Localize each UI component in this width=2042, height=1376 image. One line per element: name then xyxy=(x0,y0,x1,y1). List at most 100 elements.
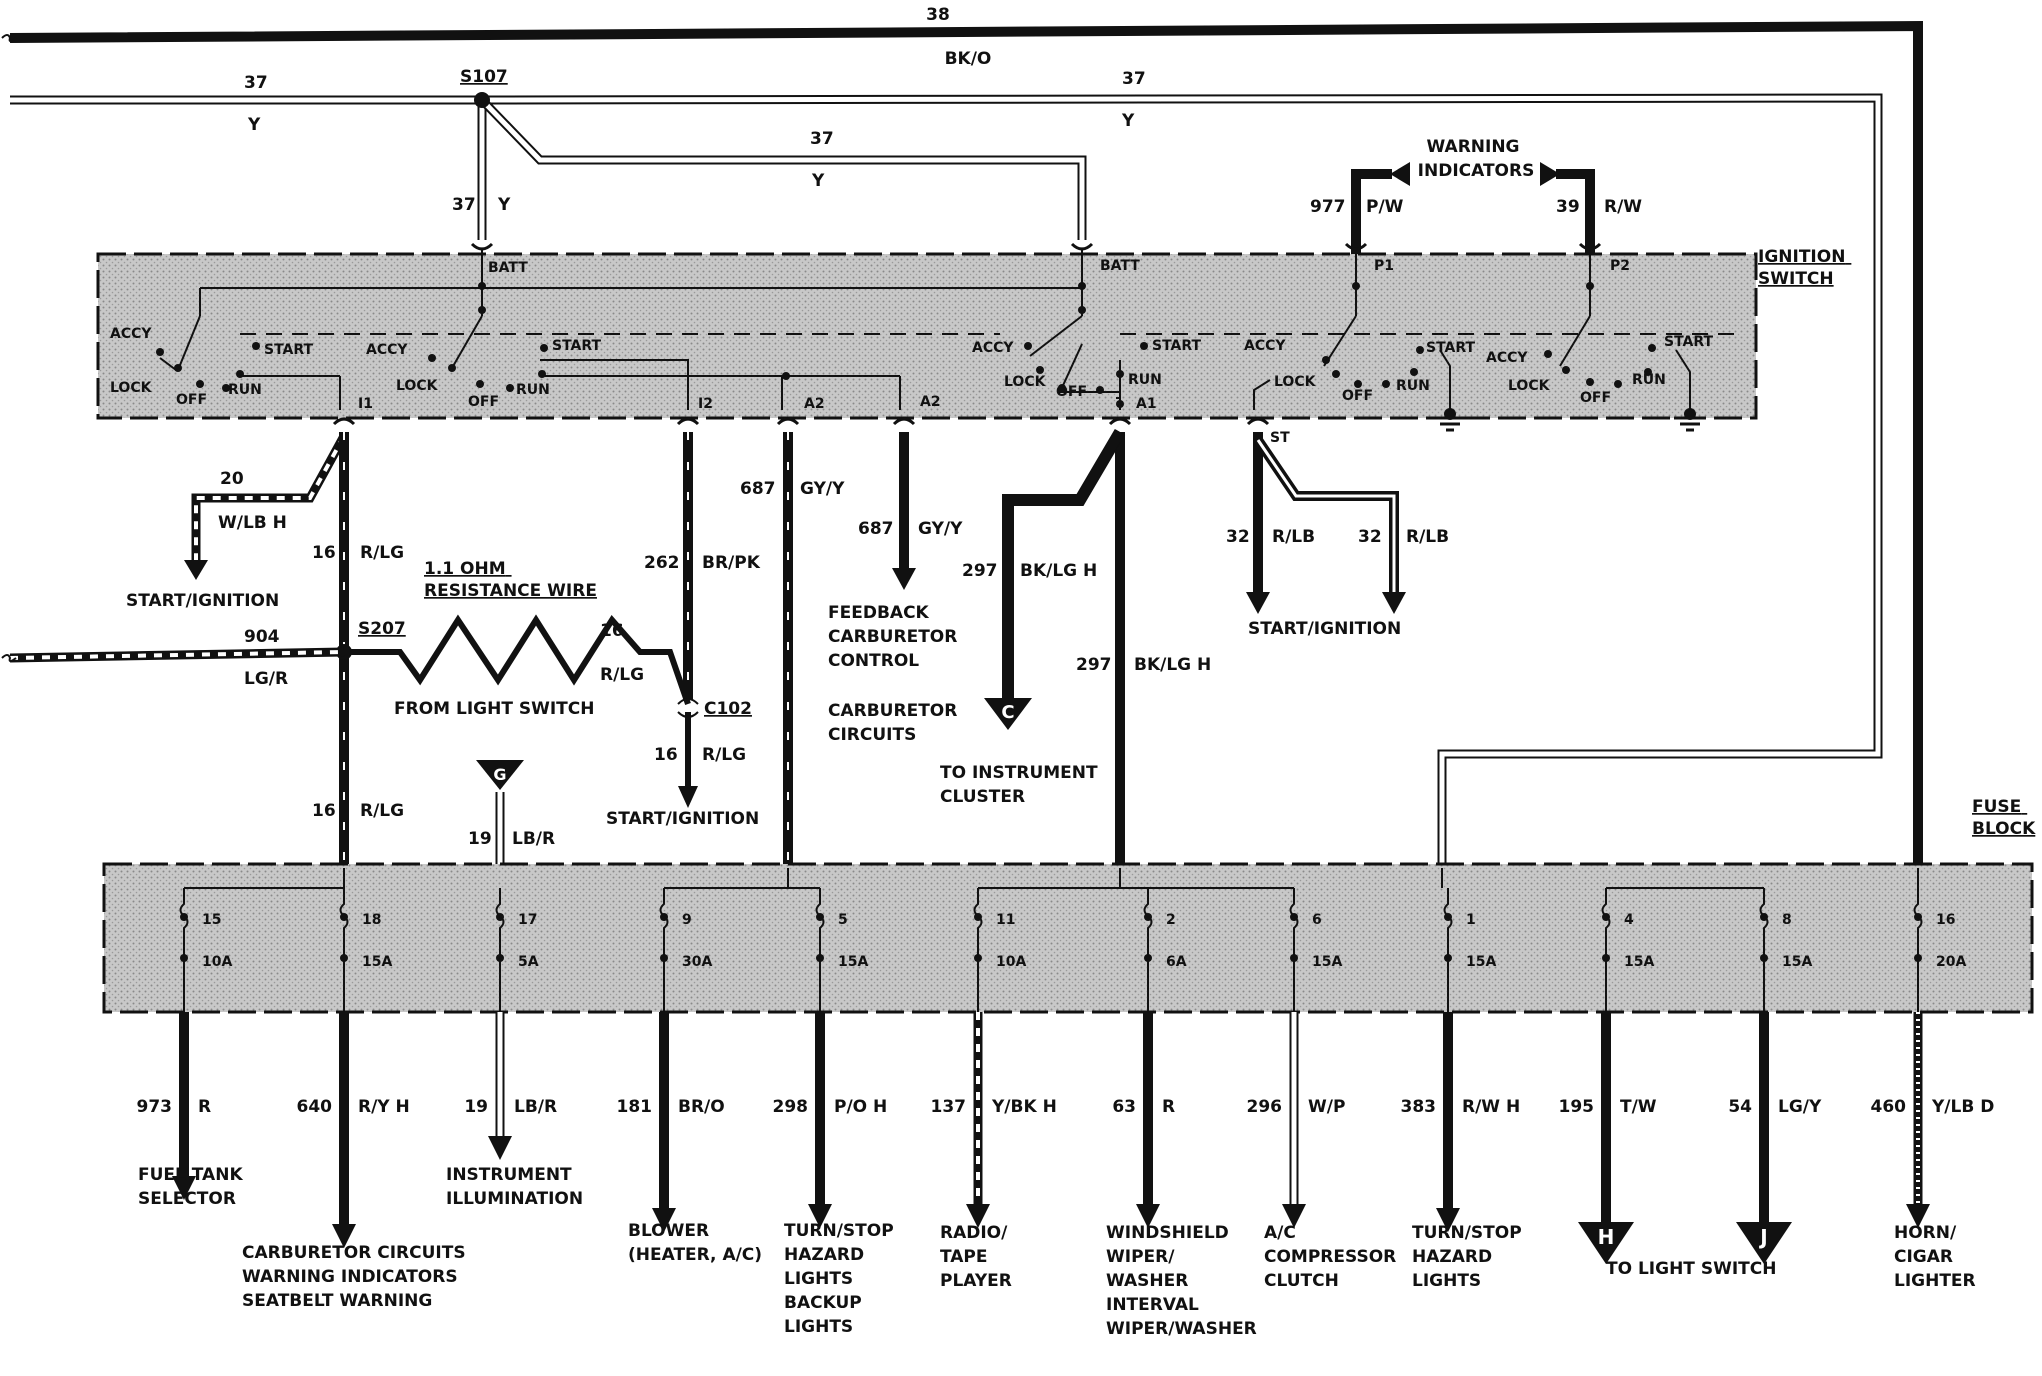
resistance-line2: RESISTANCE WIRE xyxy=(424,581,597,601)
wire-32a-number: 32 xyxy=(1226,527,1250,547)
wire-32b-number: 32 xyxy=(1358,527,1382,547)
destination-line: WIPER/WASHER xyxy=(1106,1319,1257,1339)
destination-line: TURN/STOP xyxy=(784,1221,894,1241)
start-ignition-label-1: START/IGNITION xyxy=(126,591,279,611)
output-wire-color: LB/R xyxy=(514,1097,557,1117)
ignition-contacts xyxy=(156,282,1656,408)
ground-symbol xyxy=(1434,408,1466,432)
fuse-amperage: 15A xyxy=(1624,954,1654,970)
switch-lock-2: LOCK xyxy=(396,378,439,394)
wire-687b-number: 687 xyxy=(858,519,894,539)
wire-904-number: 904 xyxy=(244,627,280,647)
fuse-amperage: 5A xyxy=(518,954,539,970)
wire-37-right-number: 37 xyxy=(1122,69,1146,89)
fuse-amperage: 10A xyxy=(202,954,232,970)
to-cluster-line1: TO INSTRUMENT xyxy=(940,763,1098,783)
wire-16c-number: 16 xyxy=(654,745,678,765)
ignition-switch-label: IGNITION SWITCH xyxy=(1758,247,1851,289)
wire-16a-color: R/LG xyxy=(360,543,404,563)
fuse-amperage: 20A xyxy=(1936,954,1966,970)
output-wire-number: 54 xyxy=(1728,1097,1752,1117)
switch-start-3: START xyxy=(1152,338,1202,354)
switch-off-5: OFF xyxy=(1580,390,1611,406)
fuse-12: 16 20A xyxy=(1913,888,1966,1012)
wire-38-bko xyxy=(1,20,1923,868)
switch-lock-5: LOCK xyxy=(1508,378,1551,394)
resistance-line1: 1.1 OHM xyxy=(424,559,506,579)
output-wire-color: W/P xyxy=(1308,1097,1345,1117)
connector-g xyxy=(476,760,524,790)
wire-20 xyxy=(184,433,348,580)
wire-262-color: BR/PK xyxy=(702,553,761,573)
output-wire-number: 460 xyxy=(1871,1097,1907,1117)
warning-977-wire xyxy=(1351,169,1392,254)
wire-20-color: W/LB H xyxy=(218,513,287,533)
from-light-switch-label: FROM LIGHT SWITCH xyxy=(394,699,594,719)
destination-line: ILLUMINATION xyxy=(446,1189,583,1209)
fuse-3: 17 5A xyxy=(495,888,539,1012)
fuse-amperage: 15A xyxy=(1782,954,1812,970)
fuse-block-line1: FUSE xyxy=(1972,797,2021,817)
destination-line: HORN/ xyxy=(1894,1223,1957,1243)
wire-16d-color: R/LG xyxy=(360,801,404,821)
carb-circ-line2: CIRCUITS xyxy=(828,725,916,745)
resistance-wire-label: 1.1 OHM RESISTANCE WIRE xyxy=(424,559,597,601)
switch-lock-3: LOCK xyxy=(1004,374,1047,390)
fuses-layer: 1510A1815A175A930A515A1110A26A615A115A41… xyxy=(179,888,1966,1012)
wire-39-color: R/W xyxy=(1604,197,1642,217)
fuse-number: 16 xyxy=(1936,912,1955,928)
destination-line: WASHER xyxy=(1106,1271,1188,1291)
fuse-number: 15 xyxy=(202,912,221,928)
destination-line: INSTRUMENT xyxy=(446,1165,572,1185)
wire-904 xyxy=(1,647,345,663)
wire-297a-number: 297 xyxy=(962,561,998,581)
fuse-amperage: 15A xyxy=(838,954,868,970)
wire-37-left-number: 37 xyxy=(244,73,268,93)
fuse-amperage: 15A xyxy=(362,954,392,970)
ignition-switch-line1: IGNITION xyxy=(1758,247,1845,267)
wire-37-mid-number: 37 xyxy=(810,129,834,149)
fuse-block-buses xyxy=(184,868,1919,889)
output-wire-3: 19 LB/R INSTRUMENT ILLUMINATION xyxy=(446,1012,583,1209)
switch-off-1: OFF xyxy=(176,392,207,408)
output-wire-number: 19 xyxy=(464,1097,488,1117)
fuse-amperage: 6A xyxy=(1166,954,1187,970)
term-batt-1: BATT xyxy=(488,260,528,276)
switch-accy-3: ACCY xyxy=(972,340,1014,356)
wire-37-down-color: Y xyxy=(497,195,511,215)
term-st: ST xyxy=(1270,430,1290,446)
destination-line: PLAYER xyxy=(940,1271,1012,1291)
resistance-wire-zigzag xyxy=(344,614,691,705)
ignition-switch-line2: SWITCH xyxy=(1758,269,1834,289)
wire-687a-number: 687 xyxy=(740,479,776,499)
wire-687a-color: GY/Y xyxy=(800,479,845,499)
output-wire-number: 640 xyxy=(297,1097,333,1117)
destination-line: CIGAR xyxy=(1894,1247,1953,1267)
output-wire-color: BR/O xyxy=(678,1097,725,1117)
output-wire-color: Y/LB D xyxy=(1931,1097,1994,1117)
wire-297b-color: BK/LG H xyxy=(1134,655,1211,675)
connector-letter: H xyxy=(1598,1225,1615,1249)
fuse-number: 5 xyxy=(838,912,848,928)
wire-297 xyxy=(984,428,1126,868)
carburetor-circuits-label: CARBURETOR CIRCUITS xyxy=(828,701,963,745)
destination-line: WIPER/ xyxy=(1106,1247,1175,1267)
fuse-number: 11 xyxy=(996,912,1015,928)
output-wire-color: Y/BK H xyxy=(991,1097,1057,1117)
wire-37-right-color: Y xyxy=(1121,111,1135,131)
fuse-number: 17 xyxy=(518,912,537,928)
destination-line: LIGHTS xyxy=(1412,1271,1481,1291)
switch-off-4: OFF xyxy=(1342,388,1373,404)
fuse-1: 15 10A xyxy=(179,888,232,1012)
